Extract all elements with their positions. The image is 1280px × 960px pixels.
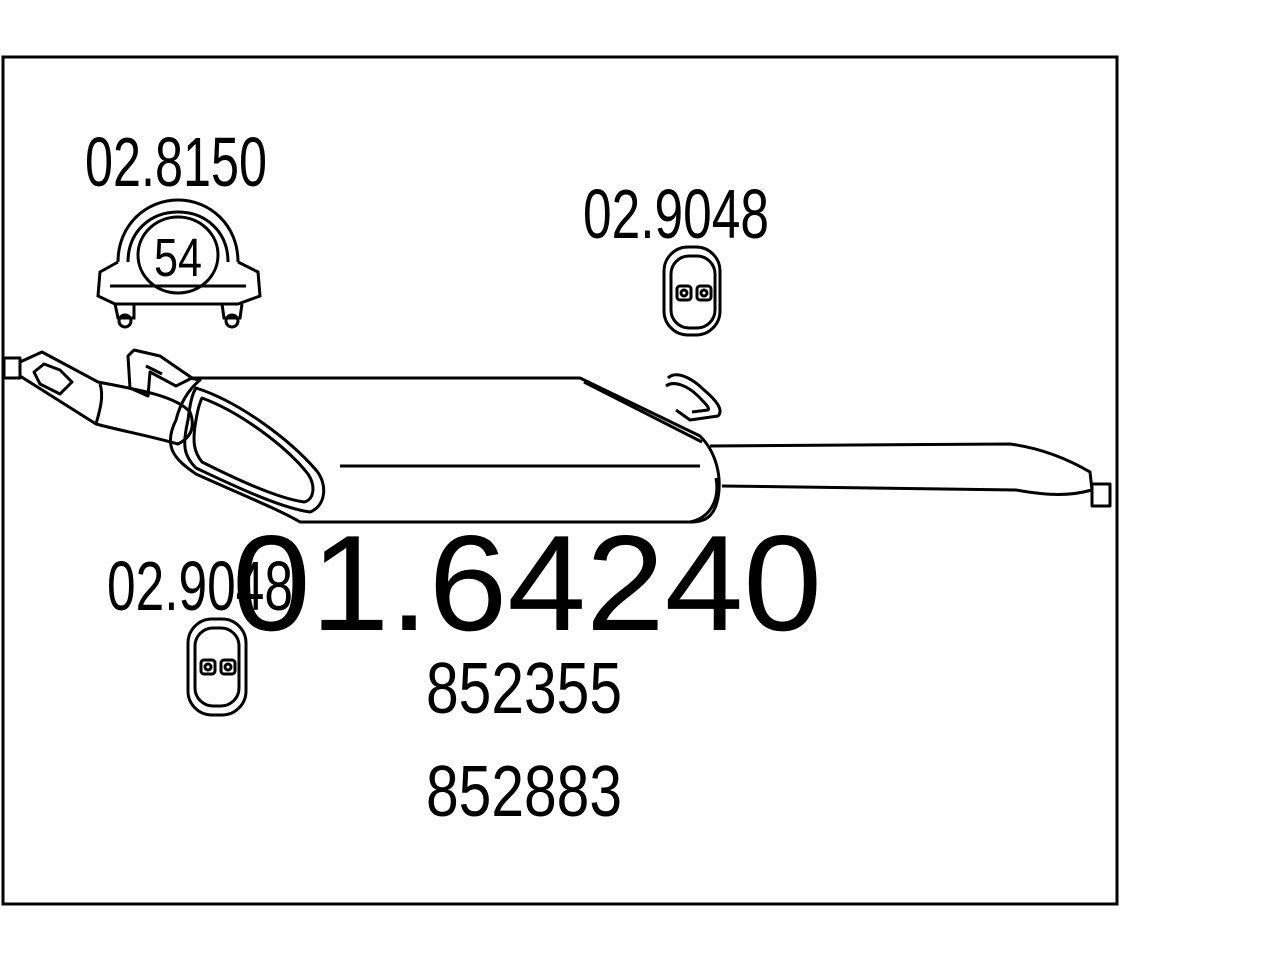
rear-silencer-icon	[2, 348, 1112, 524]
hanger-bottom-part-label: 02.9048	[107, 547, 293, 625]
oe-number: 852883	[426, 752, 622, 832]
clamp-size-label: 54	[154, 228, 202, 288]
clamp-part-label: 02.8150	[85, 123, 267, 201]
rubber-hanger-bottom-icon	[186, 617, 248, 717]
main-part-number: 01.64240	[232, 507, 822, 659]
oe-number: 852355	[426, 649, 622, 729]
rubber-hanger-top-icon	[662, 245, 722, 337]
pipe-clamp-icon	[96, 198, 262, 329]
hanger-top-part-label: 02.9048	[583, 175, 769, 253]
diagram-frame	[1, 55, 1119, 906]
